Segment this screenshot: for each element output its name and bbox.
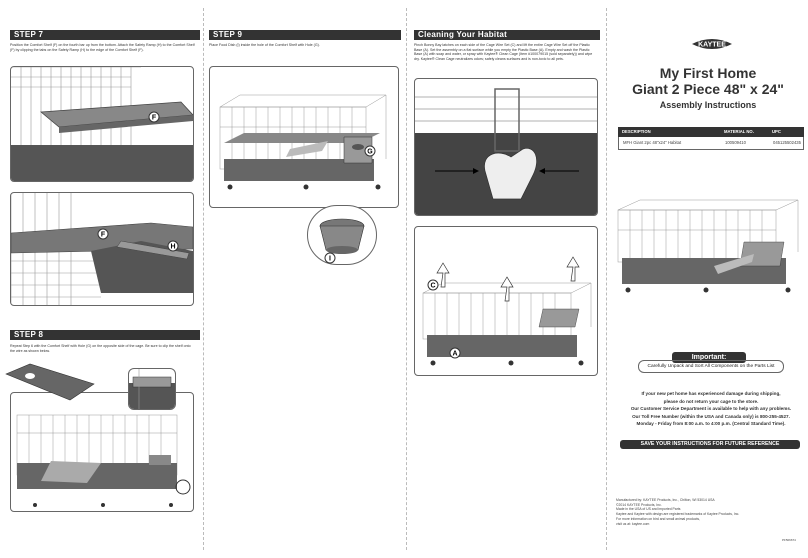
step9-text: Place Food Dish (I) inside the hole of t… [209, 43, 320, 47]
table-header-row: DESCRIPTION MATERIAL NO. UPC [618, 127, 804, 137]
warning-line: If your new pet home has experienced dam… [641, 391, 781, 396]
divider-2 [406, 8, 407, 550]
damage-warning: If your new pet home has experienced dam… [616, 390, 806, 428]
cover-title-line2: Giant 2 Piece 48" x 24" [632, 81, 784, 97]
footer-line: Manufactured by: KAYTEE Products, Inc., … [616, 498, 715, 502]
footer-line: ©2014 KAYTEE Products, Inc. [616, 502, 662, 507]
step8-detail-inset [128, 368, 176, 410]
logo-text: KAYTEE [698, 42, 726, 49]
footer-line: Made in the USA of US and imported Parts [616, 507, 681, 512]
column-step7-step8: STEP 7 Position the Comfort Shelf (F) on… [0, 0, 200, 558]
td-upc: 045125502435 [773, 140, 801, 145]
important-text: Carefully Unpack and Sort All Components… [638, 360, 784, 373]
column-cover: KAYTEE My First Home Giant 2 Piece 48" x… [606, 0, 808, 558]
table-row: MFH Giant 2pc 48"x24" Habitat 100509410 … [618, 137, 804, 150]
warning-line: Monday - Friday from 8:00 a.m. to 4:00 p… [636, 421, 786, 427]
part-number: PF506674 [782, 538, 796, 542]
cover-subtitle: Assembly Instructions [659, 100, 757, 110]
important-label: Important: [672, 352, 746, 363]
step9-illustration: G [209, 66, 399, 208]
th-description: DESCRIPTION [622, 129, 651, 134]
label-a: A [452, 351, 457, 358]
td-description: MFH Giant 2pc 48"x24" Habitat [623, 140, 682, 145]
label-h: H [170, 244, 175, 251]
label-f-2: F [101, 232, 106, 239]
cleaning-text: Pinch Bonny Bay latches on each side of … [414, 43, 593, 61]
step7-header: STEP 7 [10, 30, 200, 40]
cleaning-latch-illustration [414, 78, 598, 216]
step8-text: Repeat Step 6 with the Comfort Shelf wit… [10, 344, 191, 353]
kaytee-logo: KAYTEE [692, 39, 732, 49]
step7-text: Position the Comfort Shelf (F) on the fo… [10, 43, 195, 52]
th-material-no: MATERIAL NO. [724, 129, 754, 134]
cleaning-lift-illustration: C A [414, 226, 598, 376]
warning-line: Our Customer Service Department is avail… [630, 406, 792, 412]
divider-1 [203, 8, 204, 550]
label-g: G [367, 149, 373, 156]
label-i-badge: I [324, 252, 336, 264]
label-c: C [430, 283, 435, 290]
warning-line: Our Toll Free Number (within the USA and… [632, 413, 790, 419]
label-f: F [152, 115, 157, 122]
cage-product-illustration [617, 199, 799, 293]
warning-line: please do not return your cage to the st… [663, 398, 759, 404]
shelf-with-hole [5, 363, 95, 401]
footer-line: visit us at: kaytee.com [616, 521, 650, 526]
column-step9: STEP 9 Place Food Dish (I) inside the ho… [205, 0, 405, 558]
divider-3 [606, 8, 607, 550]
th-upc: UPC [772, 129, 781, 134]
label-i: I [329, 256, 331, 263]
step8-header: STEP 8 [10, 330, 200, 340]
column-cleaning: Cleaning Your Habitat Pinch Bonny Bay la… [410, 0, 606, 558]
materials-table: DESCRIPTION MATERIAL NO. UPC MFH Giant 2… [618, 127, 804, 150]
footer-line: Kaytee and Kaytee with design are regist… [616, 512, 740, 517]
step8-illustration [10, 392, 194, 512]
td-material-no: 100509410 [725, 140, 746, 145]
cover-title-line1: My First Home [659, 65, 757, 81]
manufacturer-footer: Manufactured by: KAYTEE Products, Inc., … [616, 498, 766, 526]
footer-line: For more information on bird and small a… [616, 516, 701, 521]
step7-illustration-2: F H [10, 192, 194, 306]
step9-header: STEP 9 [209, 30, 401, 40]
food-dish-inset [307, 205, 377, 265]
save-instructions-banner: SAVE YOUR INSTRUCTIONS FOR FUTURE REFERE… [620, 440, 800, 449]
cleaning-header: Cleaning Your Habitat [414, 30, 600, 40]
step7-illustration-1: F [10, 66, 194, 182]
